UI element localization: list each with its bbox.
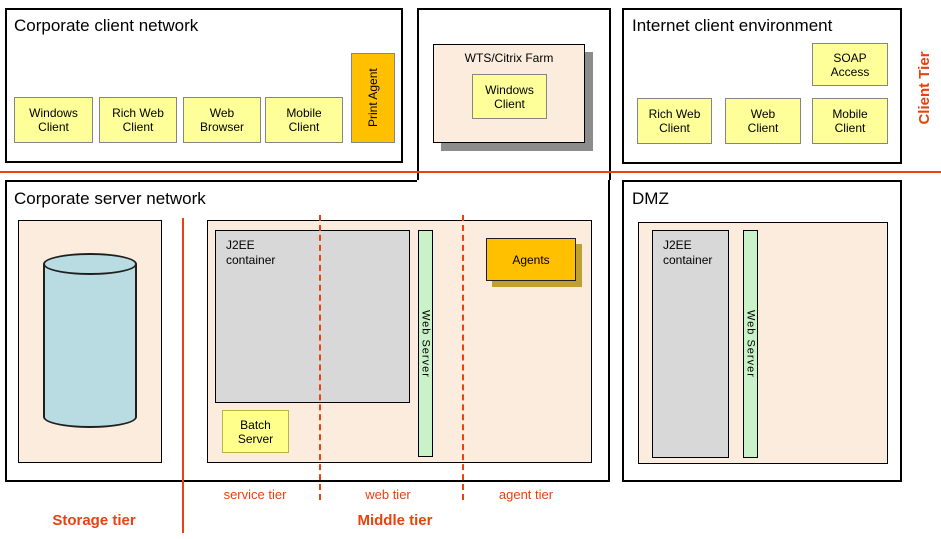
box-inet-mobile-client: Mobile Client (812, 98, 888, 144)
j2ee-container-box: J2EE container (215, 230, 410, 403)
client-tier-label: Client Tier (916, 51, 933, 125)
corporate-server-network-top-border (5, 180, 417, 182)
box-mobile-client: Mobile Client (265, 97, 343, 143)
box-print-agent: Print Agent (351, 53, 395, 143)
box-agents: Agents (486, 238, 576, 281)
storage-tier-label: Storage tier (52, 512, 136, 529)
internet-client-environment-title: Internet client environment (632, 16, 833, 35)
dmz-j2ee-container-box: J2EE container (652, 230, 729, 458)
agent-tier-label: agent tier (498, 487, 554, 502)
corporate-client-network-title: Corporate client network (14, 16, 199, 35)
database-cylinder-body (43, 264, 137, 417)
box-inet-web-client: Web Client (725, 98, 801, 144)
box-batch-server: Batch Server (222, 410, 289, 453)
wts-citrix-farm-title: WTS/Citrix Farm (464, 51, 554, 65)
corporate-server-network-title: Corporate server network (14, 189, 206, 208)
box-web-browser: Web Browser (183, 97, 261, 143)
middle-tier-label: Middle tier (357, 512, 433, 529)
service-web-divider-dashed (319, 215, 321, 500)
box-rich-web-client: Rich Web Client (99, 97, 177, 143)
client-tier-divider-line (0, 171, 941, 173)
box-windows-client: Windows Client (14, 97, 93, 143)
web-tier-label: web tier (365, 487, 411, 502)
database-cylinder-top (43, 253, 137, 275)
dmz-web-server-bar: Web Server (743, 230, 758, 458)
storage-tier-divider-line (182, 218, 184, 533)
dmz-title: DMZ (632, 189, 669, 208)
service-tier-label: service tier (223, 487, 287, 502)
web-agent-divider-dashed (462, 215, 464, 500)
web-server-bar: Web Server (418, 230, 433, 457)
box-soap-access: SOAP Access (812, 43, 888, 86)
box-inet-rich-web-client: Rich Web Client (637, 98, 712, 144)
box-wts-windows-client: Windows Client (472, 74, 547, 119)
